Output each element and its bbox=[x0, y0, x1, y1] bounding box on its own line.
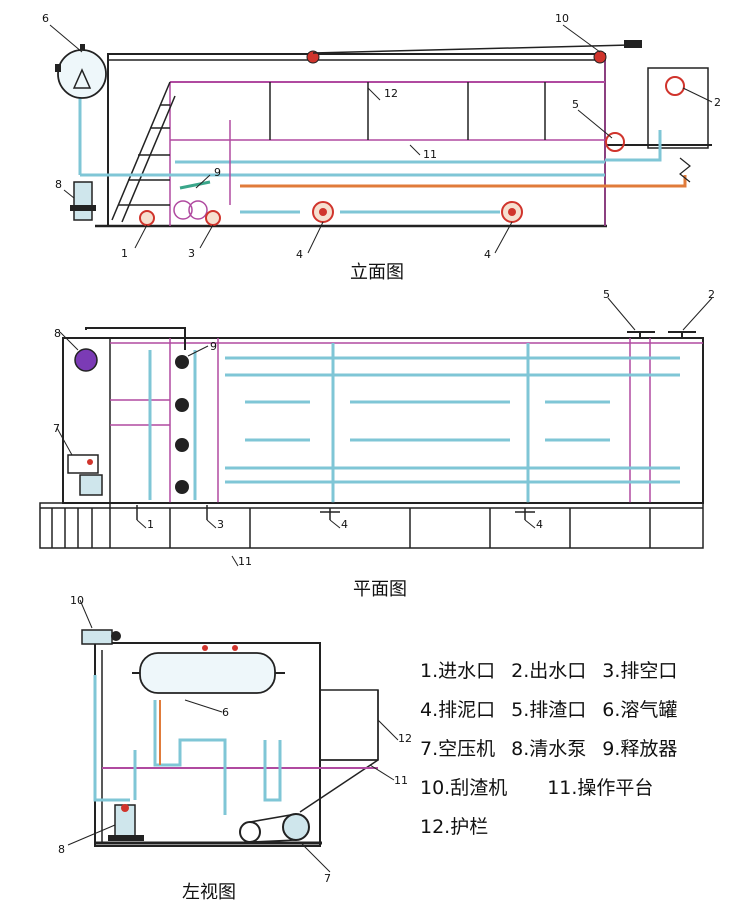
plan-callout-9: 9 bbox=[210, 340, 217, 353]
callout-4b: 4 bbox=[484, 248, 491, 261]
left-callout-7: 7 bbox=[324, 872, 331, 885]
plan-purple-frame bbox=[110, 338, 703, 503]
scraper-icon bbox=[306, 40, 642, 64]
legend-item: 3.排空口 bbox=[602, 660, 678, 682]
plan-bottom-ports bbox=[136, 505, 535, 520]
legend-item: 2.出水口 bbox=[511, 660, 587, 682]
clean-water-pump-icon bbox=[70, 181, 96, 221]
legend: 1.进水口 2.出水口 3.排空口 4.排泥口 5.排渣口 6.溶气罐 7.空压机 8.清… bbox=[420, 652, 740, 847]
legend-item: 10.刮渣机 bbox=[420, 777, 508, 799]
left-callout-10: 10 bbox=[70, 594, 84, 607]
callout-9: 9 bbox=[214, 166, 221, 179]
plan-callout-8: 8 bbox=[54, 327, 61, 340]
left-view bbox=[67, 599, 399, 873]
legend-row-2: 4.排泥口 5.排渣口 6.溶气罐 bbox=[420, 691, 740, 730]
left-dissolved-air-tank bbox=[132, 645, 285, 694]
plan-callout-5: 5 bbox=[603, 288, 610, 301]
plan-platform bbox=[39, 502, 704, 549]
plan-callout-3: 3 bbox=[217, 518, 224, 531]
legend-row-3: 7.空压机 8.清水泵 9.释放器 bbox=[420, 730, 740, 769]
callout-2: 2 bbox=[714, 96, 721, 109]
plan-pipes bbox=[148, 343, 680, 503]
elevation-view bbox=[49, 24, 713, 254]
legend-item: 12.护栏 bbox=[420, 816, 489, 838]
elevation-railing-posts bbox=[269, 82, 546, 140]
elevation-stairs bbox=[111, 81, 176, 223]
left-scraper-icon bbox=[81, 629, 121, 645]
left-compressor-icon bbox=[239, 813, 310, 843]
legend-item: 1.进水口 bbox=[420, 660, 496, 682]
elevation-orange-pipe bbox=[240, 175, 687, 188]
plan-callout-1: 1 bbox=[147, 518, 154, 531]
legend-item: 7.空压机 bbox=[420, 738, 496, 760]
left-callout-6: 6 bbox=[222, 706, 229, 719]
left-platform bbox=[299, 689, 379, 813]
callout-numbers: 6 10 12 11 5 2 8 9 1 3 4 4 8 7 9 5 2 1 3… bbox=[42, 12, 721, 885]
legend-row-1: 1.进水口 2.出水口 3.排空口 bbox=[420, 652, 740, 691]
left-pipes bbox=[93, 675, 282, 815]
left-view-title: 左视图 bbox=[182, 882, 236, 903]
elevation-pipes bbox=[78, 95, 662, 214]
legend-row-4: 10.刮渣机 11.操作平台 bbox=[420, 769, 740, 808]
release-device-icon bbox=[173, 180, 211, 220]
elevation-outlet-box bbox=[647, 67, 709, 149]
plan-callout-4b: 4 bbox=[536, 518, 543, 531]
plan-view bbox=[39, 297, 713, 567]
callout-1: 1 bbox=[121, 247, 128, 260]
legend-item: 4.排泥口 bbox=[420, 699, 496, 721]
elevation-leaders bbox=[49, 24, 713, 254]
legend-item: 9.释放器 bbox=[602, 738, 678, 760]
legend-row-5: 12.护栏 bbox=[420, 808, 740, 847]
callout-11: 11 bbox=[423, 148, 437, 161]
callout-8: 8 bbox=[55, 178, 62, 191]
plan-release-devices bbox=[175, 355, 189, 494]
callout-6: 6 bbox=[42, 12, 49, 25]
dissolved-air-tank-icon bbox=[55, 44, 107, 99]
callout-12: 12 bbox=[384, 87, 398, 100]
left-callout-11: 11 bbox=[394, 774, 408, 787]
left-callout-12: 12 bbox=[398, 732, 412, 745]
callout-4a: 4 bbox=[296, 248, 303, 261]
plan-callout-4a: 4 bbox=[341, 518, 348, 531]
legend-item: 6.溶气罐 bbox=[602, 699, 678, 721]
legend-item: 5.排渣口 bbox=[511, 699, 587, 721]
callout-10: 10 bbox=[555, 12, 569, 25]
plan-title: 平面图 bbox=[353, 579, 407, 600]
legend-item: 11.操作平台 bbox=[547, 777, 654, 799]
left-callout-8: 8 bbox=[58, 843, 65, 856]
plan-leaders bbox=[56, 297, 713, 567]
elevation-title: 立面图 bbox=[350, 262, 404, 283]
plan-callout-11: 11 bbox=[238, 555, 252, 568]
plan-callout-7: 7 bbox=[53, 422, 60, 435]
elevation-ports bbox=[139, 76, 691, 226]
plan-equipment bbox=[67, 327, 186, 496]
legend-item: 8.清水泵 bbox=[511, 738, 587, 760]
plan-top-outlets bbox=[627, 331, 696, 338]
plan-tank-outline bbox=[62, 337, 704, 504]
left-leaders bbox=[67, 599, 399, 873]
plan-callout-2: 2 bbox=[708, 288, 715, 301]
left-pump-icon bbox=[108, 804, 144, 841]
callout-3: 3 bbox=[188, 247, 195, 260]
callout-5: 5 bbox=[572, 98, 579, 111]
